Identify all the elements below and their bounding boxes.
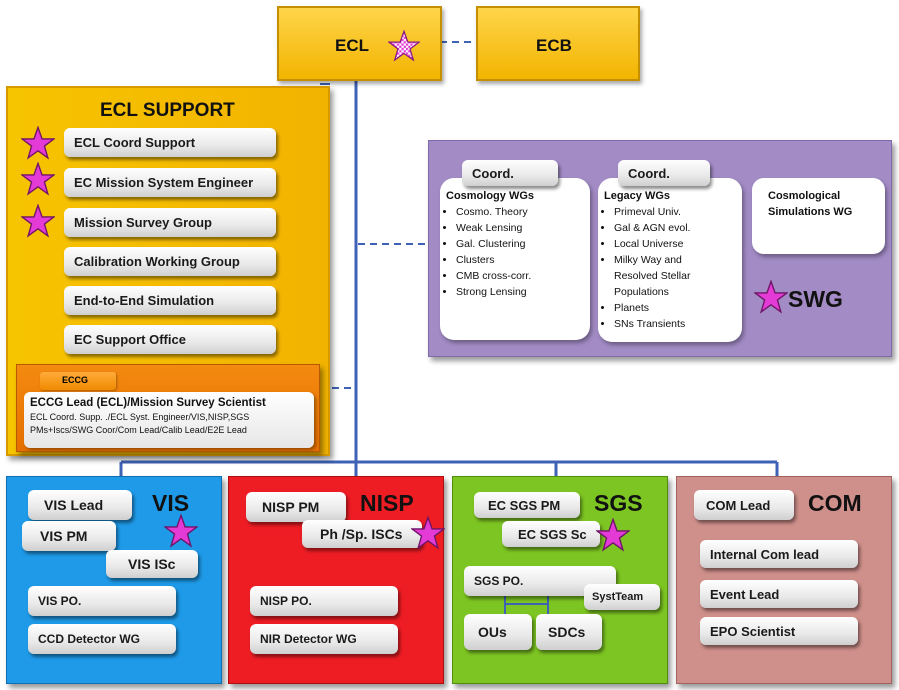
swg-star-icon (754, 280, 788, 314)
ec-support-office-item: EC Support Office (64, 325, 276, 354)
vis-lead-box: VIS Lead (28, 490, 132, 520)
eccg-lead-box: ECCG Lead (ECL)/Mission Survey Scientist… (24, 392, 314, 448)
swg-label: SWG (788, 286, 843, 312)
ecb-box: ECB (476, 6, 640, 81)
simulations-wg-line2: Simulations WG (768, 206, 853, 218)
event-lead-box: Event Lead (700, 580, 858, 608)
cosmological-simulations-wg-box: Cosmological Simulations WG (752, 178, 885, 254)
legacy-wg-item: Milky Way and Resolved Stellar Populatio… (614, 252, 714, 300)
sdcs-box: SDCs (536, 614, 602, 650)
cosmology-wg-item: Strong Lensing (456, 284, 590, 300)
ecl-support-title: ECL SUPPORT (100, 100, 235, 121)
legacy-wgs-box: Legacy WGs Primeval Univ. Gal & AGN evol… (598, 178, 742, 342)
end-to-end-simulation-item: End-to-End Simulation (64, 286, 276, 315)
nisp-title: NISP (360, 490, 414, 516)
epo-scientist-box: EPO Scientist (700, 617, 858, 645)
eccg-members-line1: ECL Coord. Supp. ./ECL Syst. Engineer/VI… (30, 412, 250, 422)
nisp-star-icon (411, 516, 445, 550)
ous-box: OUs (464, 614, 532, 650)
legacy-wgs-title: Legacy WGs (604, 190, 671, 202)
mission-system-engineer-star-icon (21, 162, 55, 196)
cosmology-wg-item: Cosmo. Theory (456, 204, 590, 220)
nisp-iscs-box: Ph /Sp. ISCs (302, 520, 422, 548)
ecl-coord-support-star-icon (21, 126, 55, 160)
ecb-label: ECB (536, 36, 572, 55)
ec-sgs-pm-box: EC SGS PM (474, 492, 580, 518)
simulations-wg-line1: Cosmological (768, 190, 841, 202)
eccg-members-line2: PMs+Iscs/SWG Coor/Com Lead/Calib Lead/E2… (30, 425, 247, 435)
nisp-po-box: NISP PO. (250, 586, 398, 616)
eccg-lead-text: ECCG Lead (ECL)/Mission Survey Scientist (30, 397, 266, 409)
cosmology-wgs-title: Cosmology WGs (446, 190, 535, 202)
legacy-wg-item: Planets (614, 300, 738, 316)
sgs-title: SGS (594, 490, 643, 516)
legacy-wg-item: SNs Transients (614, 316, 738, 332)
legacy-wg-item: Local Universe (614, 236, 738, 252)
vis-pm-box: VIS PM (22, 521, 116, 551)
nir-detector-wg-box: NIR Detector WG (250, 624, 398, 654)
ecl-star-icon (388, 30, 420, 62)
ccd-detector-wg-box: CCD Detector WG (28, 624, 176, 654)
com-lead-box: COM Lead (694, 490, 794, 520)
internal-com-lead-box: Internal Com lead (700, 540, 858, 568)
ec-sgs-sc-box: EC SGS Sc (502, 521, 600, 547)
cosmology-wgs-box: Cosmology WGs Cosmo. Theory Weak Lensing… (440, 178, 590, 340)
eccg-tab: ECCG (40, 372, 116, 390)
calibration-working-group-item: Calibration Working Group (64, 247, 276, 276)
cosmology-wg-item: CMB cross-corr. (456, 268, 590, 284)
mission-survey-group-item: Mission Survey Group (64, 208, 276, 237)
cosmology-wg-item: Weak Lensing (456, 220, 590, 236)
legacy-coord-label: Coord. (618, 160, 710, 186)
ecl-label: ECL (335, 36, 369, 55)
legacy-wg-item: Gal & AGN evol. (614, 220, 738, 236)
syst-team-box: SystTeam (584, 584, 660, 610)
cosmology-wg-item: Clusters (456, 252, 590, 268)
vis-title: VIS (152, 490, 190, 516)
sgs-star-icon (596, 518, 630, 552)
cosmology-wg-item: Gal. Clustering (456, 236, 590, 252)
cosmology-coord-label: Coord. (462, 160, 558, 186)
mission-survey-group-star-icon (21, 204, 55, 238)
mission-system-engineer-item: EC Mission System Engineer (64, 168, 276, 197)
vis-isc-box: VIS ISc (106, 550, 198, 578)
nisp-pm-box: NISP PM (246, 492, 346, 522)
legacy-wg-item: Primeval Univ. (614, 204, 738, 220)
vis-po-box: VIS PO. (28, 586, 176, 616)
ecl-coord-support-item: ECL Coord Support (64, 128, 276, 157)
vis-star-icon (164, 514, 198, 548)
com-title: COM (808, 490, 862, 516)
